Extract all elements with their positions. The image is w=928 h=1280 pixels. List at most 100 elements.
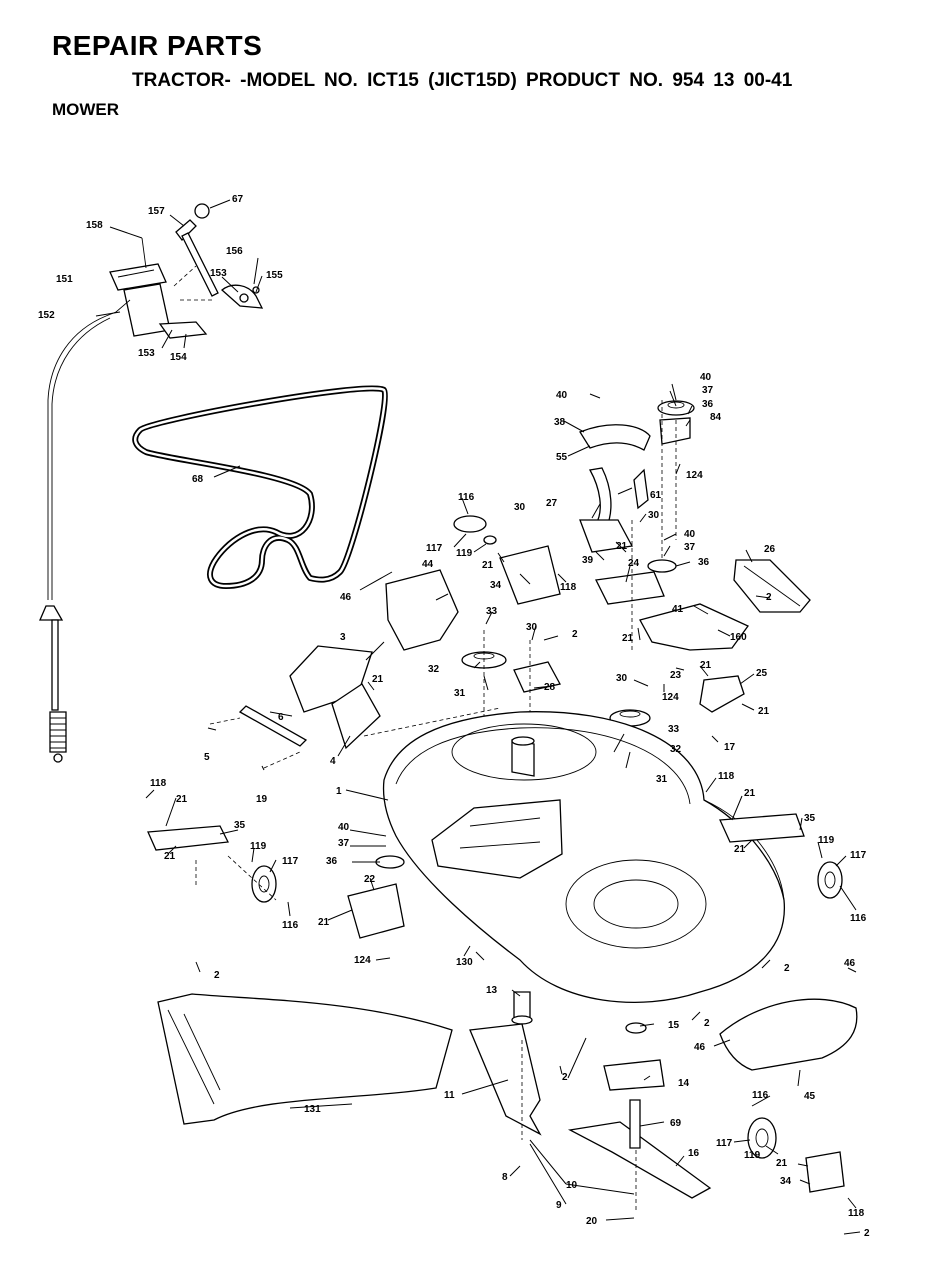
callout-131: 131	[304, 1104, 321, 1115]
rear-bracket-group	[347, 855, 405, 939]
callout-41: 41	[672, 604, 684, 615]
callout-151: 151	[56, 274, 73, 285]
callout-158: 158	[86, 220, 103, 231]
callout-3: 3	[340, 632, 346, 643]
callout-61: 61	[650, 490, 662, 501]
front-hitch-group	[209, 645, 501, 769]
callout-116: 116	[752, 1090, 769, 1101]
callout-2: 2	[704, 1018, 710, 1029]
callout-5: 5	[204, 752, 210, 763]
lift-cable	[39, 315, 111, 763]
callout-23: 23	[670, 670, 682, 681]
callout-36: 36	[702, 399, 714, 410]
callout-153: 153	[138, 348, 155, 359]
callout-160: 160	[730, 632, 747, 643]
callout-21: 21	[758, 706, 770, 717]
callout-2: 2	[562, 1072, 568, 1083]
callout-152: 152	[38, 310, 55, 321]
callout-36: 36	[326, 856, 338, 867]
callout-21: 21	[616, 541, 628, 552]
callout-40: 40	[700, 372, 712, 383]
callout-118: 118	[848, 1208, 865, 1219]
idler-arm-assembly	[579, 400, 811, 713]
callout-30: 30	[616, 673, 628, 684]
callout-21: 21	[372, 674, 384, 685]
callout-130: 130	[456, 957, 473, 968]
callout-117: 117	[850, 850, 867, 861]
callout-45: 45	[804, 1091, 816, 1102]
callout-67: 67	[232, 194, 244, 205]
callout-30: 30	[526, 622, 538, 633]
lift-handle-assembly	[105, 203, 264, 339]
callout-155: 155	[266, 270, 283, 281]
callout-2: 2	[766, 592, 772, 603]
callout-117: 117	[716, 1138, 733, 1149]
callout-26: 26	[764, 544, 776, 555]
callout-8: 8	[502, 1172, 508, 1183]
callout-46: 46	[844, 958, 856, 969]
callout-21: 21	[176, 794, 188, 805]
callout-38: 38	[554, 417, 566, 428]
callout-2: 2	[864, 1228, 870, 1239]
callout-14: 14	[678, 1078, 690, 1089]
callout-1: 1	[336, 786, 342, 797]
callout-46: 46	[340, 592, 352, 603]
mower-drive-belt	[132, 385, 389, 589]
callout-153: 153	[210, 268, 227, 279]
callout-32: 32	[670, 744, 682, 755]
callout-2: 2	[572, 629, 578, 640]
callout-28: 28	[544, 682, 556, 693]
callout-118: 118	[718, 771, 735, 782]
callout-116: 116	[282, 920, 299, 931]
page-title: REPAIR PARTS	[52, 30, 263, 61]
section-heading: MOWER	[52, 100, 120, 119]
callout-40: 40	[684, 529, 696, 540]
page-subtitle: TRACTOR- -MODEL NO. ICT15 (JICT15D) PROD…	[132, 70, 793, 91]
callout-4: 4	[330, 756, 336, 767]
callout-39: 39	[582, 555, 594, 566]
callout-119: 119	[744, 1150, 761, 1161]
callout-37: 37	[338, 838, 350, 849]
callout-157: 157	[148, 206, 165, 217]
callout-22: 22	[364, 874, 376, 885]
callout-33: 33	[486, 606, 498, 617]
callout-119: 119	[456, 548, 473, 559]
callout-34: 34	[780, 1176, 792, 1187]
callout-31: 31	[656, 774, 668, 785]
callout-24: 24	[628, 558, 640, 569]
callout-25: 25	[756, 668, 768, 679]
callout-117: 117	[426, 543, 443, 554]
callout-17: 17	[724, 742, 736, 753]
callout-21: 21	[482, 560, 494, 571]
callout-21: 21	[164, 851, 176, 862]
callout-46: 46	[694, 1042, 706, 1053]
callout-116: 116	[458, 492, 475, 503]
callout-11: 11	[444, 1090, 455, 1101]
callout-numbers: 67 157 158 156 151 153 155 152 153 154 6…	[38, 194, 870, 1239]
callout-21: 21	[776, 1158, 788, 1169]
callout-21: 21	[744, 788, 756, 799]
callout-36: 36	[698, 557, 710, 568]
callout-40: 40	[556, 390, 568, 401]
callout-37: 37	[684, 542, 696, 553]
callout-40: 40	[338, 822, 350, 833]
callout-154: 154	[170, 352, 187, 363]
leader-lines	[95, 199, 861, 1235]
mower-deck-housing	[382, 711, 786, 1004]
callout-19: 19	[256, 794, 268, 805]
callout-21: 21	[318, 917, 330, 928]
callout-84: 84	[710, 412, 722, 423]
callout-124: 124	[686, 470, 703, 481]
callout-2: 2	[214, 970, 220, 981]
callout-34: 34	[490, 580, 502, 591]
deck-baffle	[719, 998, 858, 1071]
callout-13: 13	[486, 985, 498, 996]
discharge-chute	[157, 993, 453, 1125]
callout-32: 32	[428, 664, 440, 675]
callout-33: 33	[668, 724, 680, 735]
callout-27: 27	[546, 498, 558, 509]
callout-156: 156	[226, 246, 243, 257]
callout-55: 55	[556, 452, 568, 463]
callout-9: 9	[556, 1200, 562, 1211]
left-gauge-wheel	[147, 825, 277, 903]
